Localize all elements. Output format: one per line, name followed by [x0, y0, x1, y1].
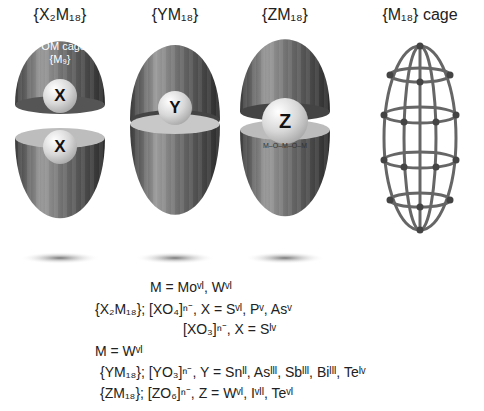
guest-symbol: X	[54, 137, 65, 157]
guest-symbol: Z	[279, 110, 291, 133]
guest-ball: X	[43, 130, 77, 164]
formula-line: {ZM₁₈}; [ZO₆]ⁿ⁻, Z = Wᵛᴵ, Iᵛᴵᴵ, Teᵛᴵ	[100, 385, 293, 401]
egg-x2m18	[15, 41, 105, 264]
guest-symbol: X	[54, 86, 65, 106]
guest-ball: Z	[262, 98, 308, 144]
guest-ball: Y	[158, 91, 192, 125]
formula-line: M = Wᵛᴵ	[95, 343, 143, 359]
formula-line: [XO₃]ⁿ⁻, X = Sᴵᵛ	[183, 321, 276, 337]
structure-title: {ZM₁₈}	[262, 6, 308, 24]
guest-ball: X	[43, 79, 77, 113]
cage-wireframe	[384, 46, 456, 230]
bond-label: M–O–M–O–M	[263, 142, 307, 150]
egg-ym18	[130, 45, 220, 264]
guest-symbol: Y	[169, 98, 180, 118]
structure-title: {M₁₈} cage	[382, 6, 457, 24]
cage-label: POM cage {M₉}	[32, 40, 88, 65]
structure-title: {X₂M₁₈}	[34, 6, 87, 24]
cage-atoms	[381, 43, 460, 234]
formula-line: {YM₁₈}; [YO₃]ⁿ⁻, Y = Snᴵᴵ, Asᴵᴵᴵ, Sbᴵᴵᴵ,…	[100, 364, 366, 380]
egg-zm18	[240, 39, 330, 264]
formula-line: {X₂M₁₈}; [XO₄]ⁿ⁻, X = Sᵛᴵ, Pᵛ, Asᵛ	[95, 301, 292, 317]
formula-line: M = Moᵛᴵ, Wᵛᴵ	[150, 279, 232, 295]
structure-title: {YM₁₈}	[152, 6, 199, 24]
